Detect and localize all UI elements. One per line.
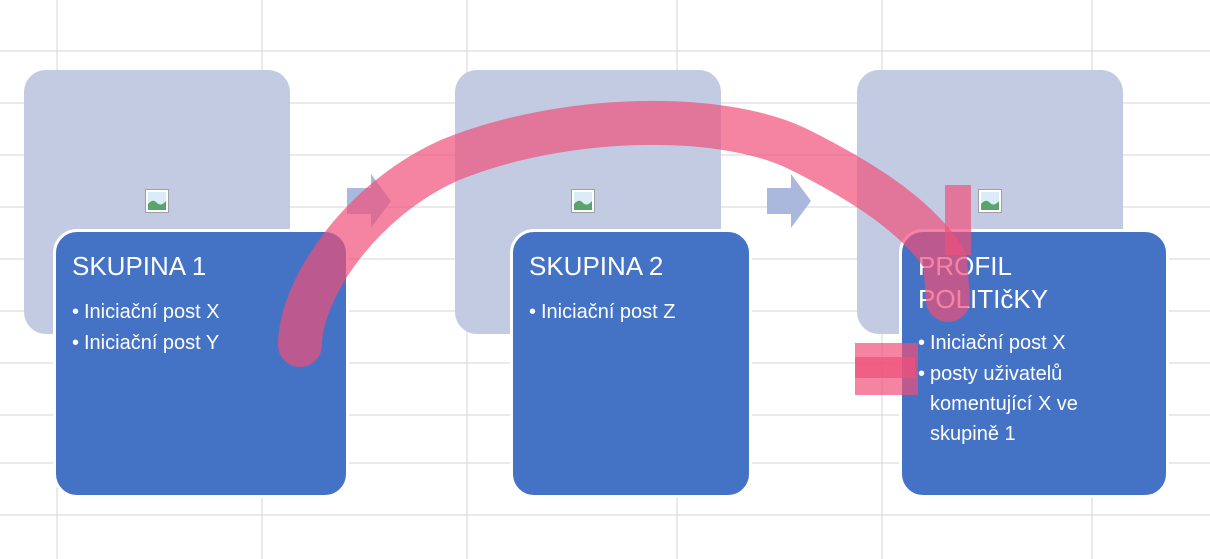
- bullet-icon: •: [72, 301, 80, 323]
- card-title: PROFIL POLITIčKY: [918, 251, 1049, 314]
- step-card-2: SKUPINA 2 •Iniciační post Z: [510, 229, 752, 498]
- image-placeholder-icon: [145, 189, 169, 213]
- bullet-icon: •: [72, 332, 80, 354]
- image-placeholder-icon: [571, 189, 595, 213]
- list-item-text: Iniciační post X: [84, 301, 220, 323]
- list-item: •Iniciační post X: [918, 328, 1152, 358]
- list-item: •Iniciační post Y: [72, 328, 332, 358]
- list-item-text: Iniciační post Y: [84, 332, 220, 354]
- card-item-list: •Iniciační post Z: [529, 297, 735, 327]
- card-title: SKUPINA 1: [72, 251, 207, 281]
- card-item-list: •Iniciační post X •Iniciační post Y: [72, 297, 332, 358]
- bullet-icon: •: [529, 301, 537, 323]
- list-item-text: Iniciační post Z: [541, 301, 676, 323]
- list-item: •posty uživatelů komentující X ve skupin…: [918, 359, 1152, 449]
- list-item: •Iniciační post Z: [529, 297, 735, 327]
- bullet-icon: •: [918, 332, 926, 354]
- connector-arrow-1: [347, 174, 391, 228]
- step-card-3: PROFIL POLITIčKY •Iniciační post X •post…: [899, 229, 1169, 498]
- bullet-icon: •: [918, 363, 926, 385]
- image-placeholder-icon: [978, 189, 1002, 213]
- list-item-text: Iniciační post X: [930, 332, 1066, 354]
- list-item: •Iniciační post X: [72, 297, 332, 327]
- connector-arrow-2: [767, 174, 811, 228]
- step-card-1: SKUPINA 1 •Iniciační post X •Iniciační p…: [53, 229, 349, 498]
- card-title: SKUPINA 2: [529, 251, 664, 281]
- card-item-list: •Iniciační post X •posty uživatelů komen…: [918, 328, 1152, 449]
- list-item-text: posty uživatelů komentující X ve skupině…: [930, 363, 1078, 445]
